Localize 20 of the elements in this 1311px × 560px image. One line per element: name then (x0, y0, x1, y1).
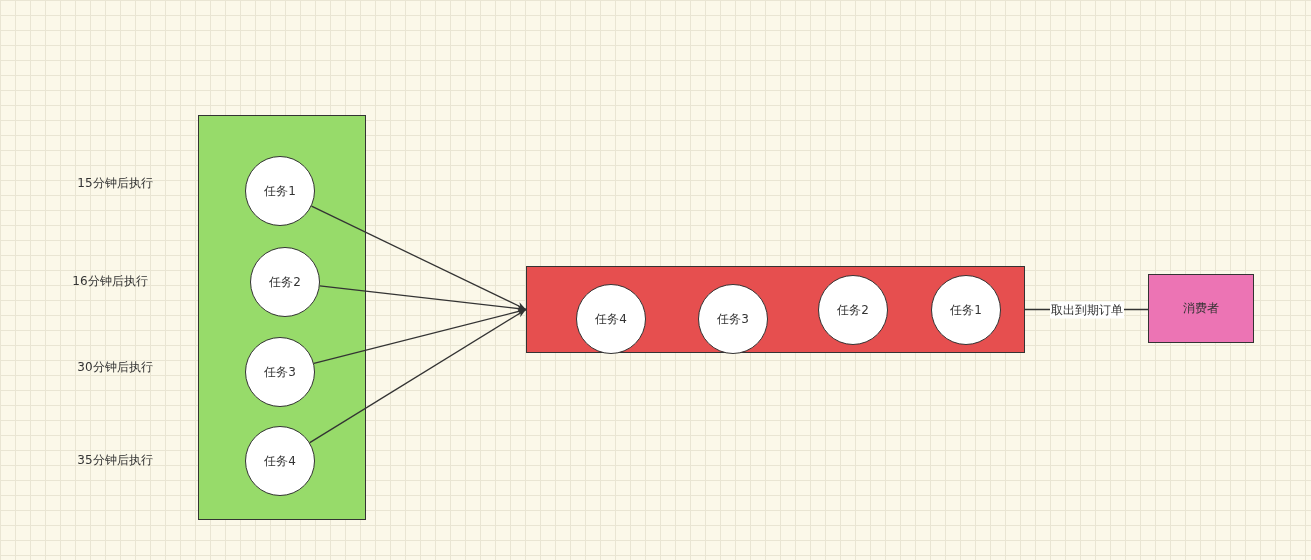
task-circle: 任务4 (576, 284, 646, 354)
delay-label: 35分钟后执行 (77, 451, 153, 469)
arrow (310, 205, 527, 311)
task-circle: 任务2 (818, 275, 888, 345)
container-box (198, 115, 366, 520)
arrow (309, 308, 527, 444)
edge-label: 取出到期订单 (1049, 301, 1124, 318)
task-circle: 任务3 (698, 284, 768, 354)
delay-label: 15分钟后执行 (77, 174, 153, 192)
arrow (313, 308, 527, 365)
task-circle: 任务1 (245, 156, 315, 226)
task-circle: 任务4 (245, 426, 315, 496)
process-box: 消费者 (1148, 274, 1254, 343)
delay-label: 16分钟后执行 (72, 272, 148, 290)
task-circle: 任务3 (245, 337, 315, 407)
arrow (319, 285, 527, 313)
delay-label: 30分钟后执行 (77, 358, 153, 376)
task-circle: 任务2 (250, 247, 320, 317)
task-circle: 任务1 (931, 275, 1001, 345)
container-box (526, 266, 1025, 353)
